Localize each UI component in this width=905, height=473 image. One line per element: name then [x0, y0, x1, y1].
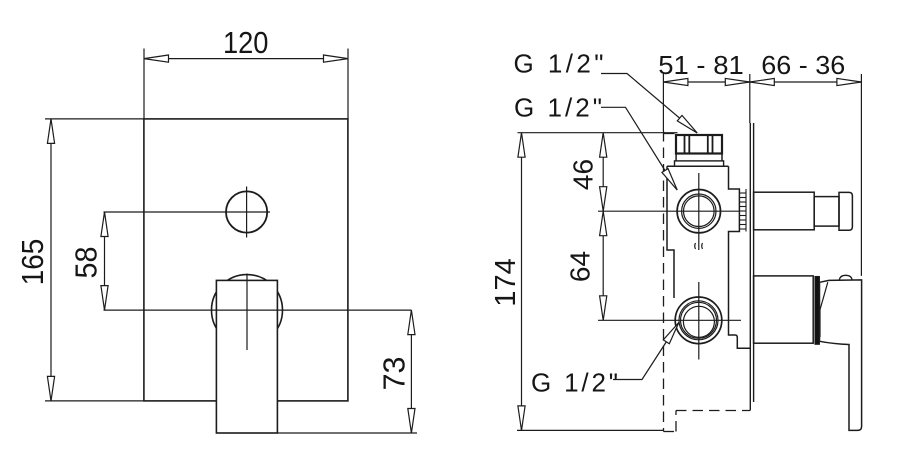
svg-text:174: 174 — [490, 258, 522, 306]
svg-text:120: 120 — [223, 25, 269, 60]
svg-text:64: 64 — [565, 251, 596, 282]
svg-text:G 1/2": G 1/2" — [514, 93, 602, 123]
svg-text:G 1/2": G 1/2" — [531, 367, 618, 397]
svg-text:G 1/2": G 1/2" — [514, 49, 604, 79]
svg-text:46: 46 — [568, 159, 599, 190]
svg-text:165: 165 — [15, 239, 50, 286]
svg-text:66 - 36: 66 - 36 — [761, 50, 845, 80]
svg-text:58: 58 — [69, 247, 104, 279]
svg-text:73: 73 — [377, 357, 412, 391]
svg-text:51 - 81: 51 - 81 — [658, 50, 744, 80]
